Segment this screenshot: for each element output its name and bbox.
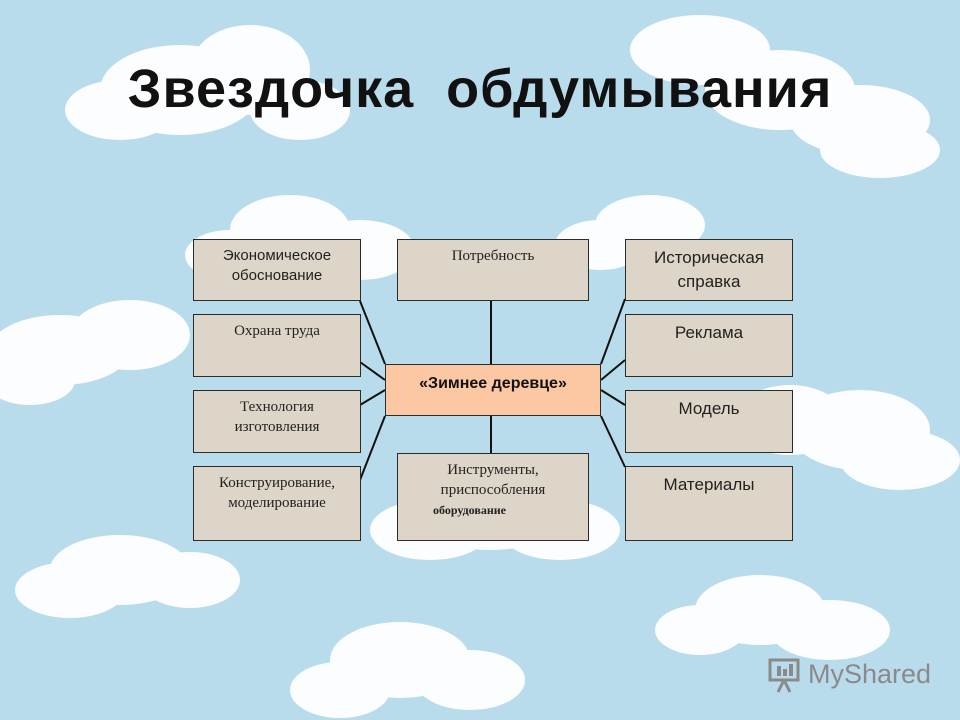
cloud-shape [630,15,940,178]
box-line: Охрана труда [234,323,320,339]
box-historical-background: Историческая справка [625,239,793,301]
box-tools: Инструменты, приспособления оборудование [397,453,589,541]
box-line: приспособления [440,482,546,498]
myshared-logo: MyShared [768,656,932,694]
box-line: Историческая [653,248,764,267]
cloud-shape [290,622,525,718]
box-line: оборудование [433,503,507,517]
box-line: Реклама [674,323,744,342]
box-line: Конструирование, [218,475,335,491]
box-need: Потребность [397,239,589,301]
box-advertising: Реклама [625,314,793,377]
box-line: обоснование [231,267,323,284]
presentation-board-icon [768,658,800,693]
box-materials: Материалы [625,466,793,541]
box-line: Потребность [451,248,535,264]
box-manufacturing-technology: Технология изготовления [193,390,361,453]
cloud-shape [655,575,890,660]
page-title: Звездочка обдумывания [127,59,833,119]
center-topic: «Зимнее деревце» [385,364,601,416]
cloud-shape [15,535,240,618]
box-economic-justification: Экономическое обоснование [193,239,361,301]
box-line: моделирование [228,495,326,511]
box-line: Модель [678,399,740,418]
box-line: Материалы [663,475,755,494]
box-line: изготовления [234,419,320,435]
cloud-shape [65,25,350,140]
box-model: Модель [625,390,793,453]
box-line: справка [677,272,741,291]
cloud-shape [0,300,190,405]
box-labor-safety: Охрана труда [193,314,361,377]
box-design-modeling: Конструирование, моделирование [193,466,361,541]
logo-text: MyShared [808,659,932,689]
box-line: Технология [240,399,314,415]
box-line: Инструменты, [447,462,539,478]
box-line: Экономическое [222,247,332,264]
